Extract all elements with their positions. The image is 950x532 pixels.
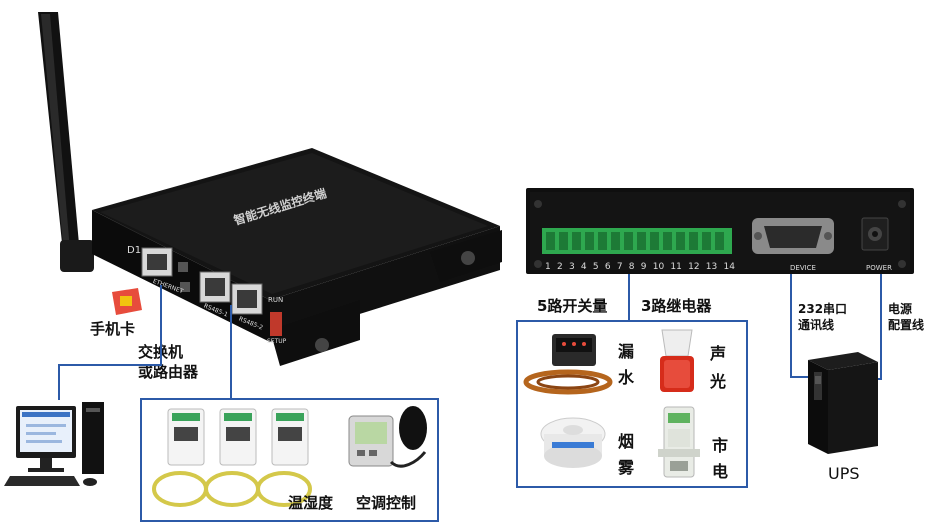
water-leak-sensor-icon — [523, 334, 613, 395]
terminal-number: 10 — [652, 262, 665, 272]
smoke-detector-icon — [540, 417, 606, 468]
terminal-number: 9 — [640, 262, 647, 272]
serial-cable-label-1: 232串口 — [798, 302, 848, 316]
temp-humidity-sensor-icon — [152, 408, 312, 507]
terminal-number: 12 — [688, 262, 700, 272]
terminal-number: 2 — [556, 262, 563, 272]
terminal-numbers: 1 2 3 4 5 6 7 8 9 10 11 12 13 14 — [545, 262, 735, 272]
mains-power-detector-icon — [658, 406, 700, 478]
power-port-label: POWER — [866, 264, 892, 272]
terminal-number: 3 — [568, 262, 575, 272]
digital-inputs-label: 5路开关量 — [537, 297, 608, 315]
power-cable-label-2: 配置线 — [888, 318, 925, 332]
terminal-number: 13 — [705, 262, 718, 272]
sound-light-label-2: 光 — [710, 372, 727, 391]
serial-line-vertical — [790, 274, 792, 378]
switch-router-label-2: 或路由器 — [138, 363, 199, 381]
sound-light-alarm-icon — [660, 329, 694, 392]
sim-card-icon — [112, 288, 142, 315]
ethernet-line-vertical — [160, 285, 162, 365]
power-line-vertical — [880, 274, 882, 380]
terminal-number: 8 — [628, 262, 635, 272]
terminal-number: 11 — [670, 262, 682, 272]
water-leak-label-2: 水 — [618, 368, 635, 387]
monitoring-terminal-device — [38, 12, 502, 366]
port-label-d1: D1 — [127, 245, 142, 256]
computer-icon — [4, 402, 104, 486]
terminal-number: 4 — [580, 262, 587, 272]
port-label-setup: SETUP — [267, 338, 287, 345]
serial-cable-label-2: 通讯线 — [798, 318, 835, 332]
ethernet-line-down — [58, 364, 60, 400]
sound-light-label-1: 声 — [710, 344, 727, 363]
terminal-number: 7 — [616, 262, 623, 272]
power-cable-label-1: 电源 — [888, 302, 913, 316]
io-line — [628, 274, 630, 322]
terminal-number: 6 — [604, 262, 611, 272]
terminal-back-panel — [526, 188, 914, 274]
smoke-label-2: 雾 — [618, 458, 635, 477]
water-leak-label-1: 漏 — [618, 342, 635, 361]
device-port-label: DEVICE — [790, 264, 816, 272]
smoke-label-1: 烟 — [618, 432, 635, 451]
mains-label-2: 电 — [712, 462, 729, 481]
temp-humidity-label: 温湿度 — [288, 494, 334, 512]
ac-controller-icon — [348, 406, 427, 468]
terminal-number: 1 — [545, 262, 551, 272]
serial-line-horizontal — [790, 376, 812, 378]
port-label-run: RUN — [268, 296, 284, 304]
relays-label: 3路继电器 — [641, 297, 712, 315]
antenna-icon — [38, 12, 94, 272]
sim-card-label: 手机卡 — [90, 320, 136, 338]
mains-label-1: 市 — [712, 436, 729, 455]
ethernet-line-horizontal — [58, 364, 162, 366]
ups-icon — [808, 352, 878, 454]
terminal-number: 14 — [723, 262, 735, 272]
terminal-number: 5 — [592, 262, 599, 272]
ups-label: UPS — [828, 464, 860, 483]
rs485-line — [230, 305, 232, 400]
ac-control-label: 空调控制 — [356, 494, 417, 512]
